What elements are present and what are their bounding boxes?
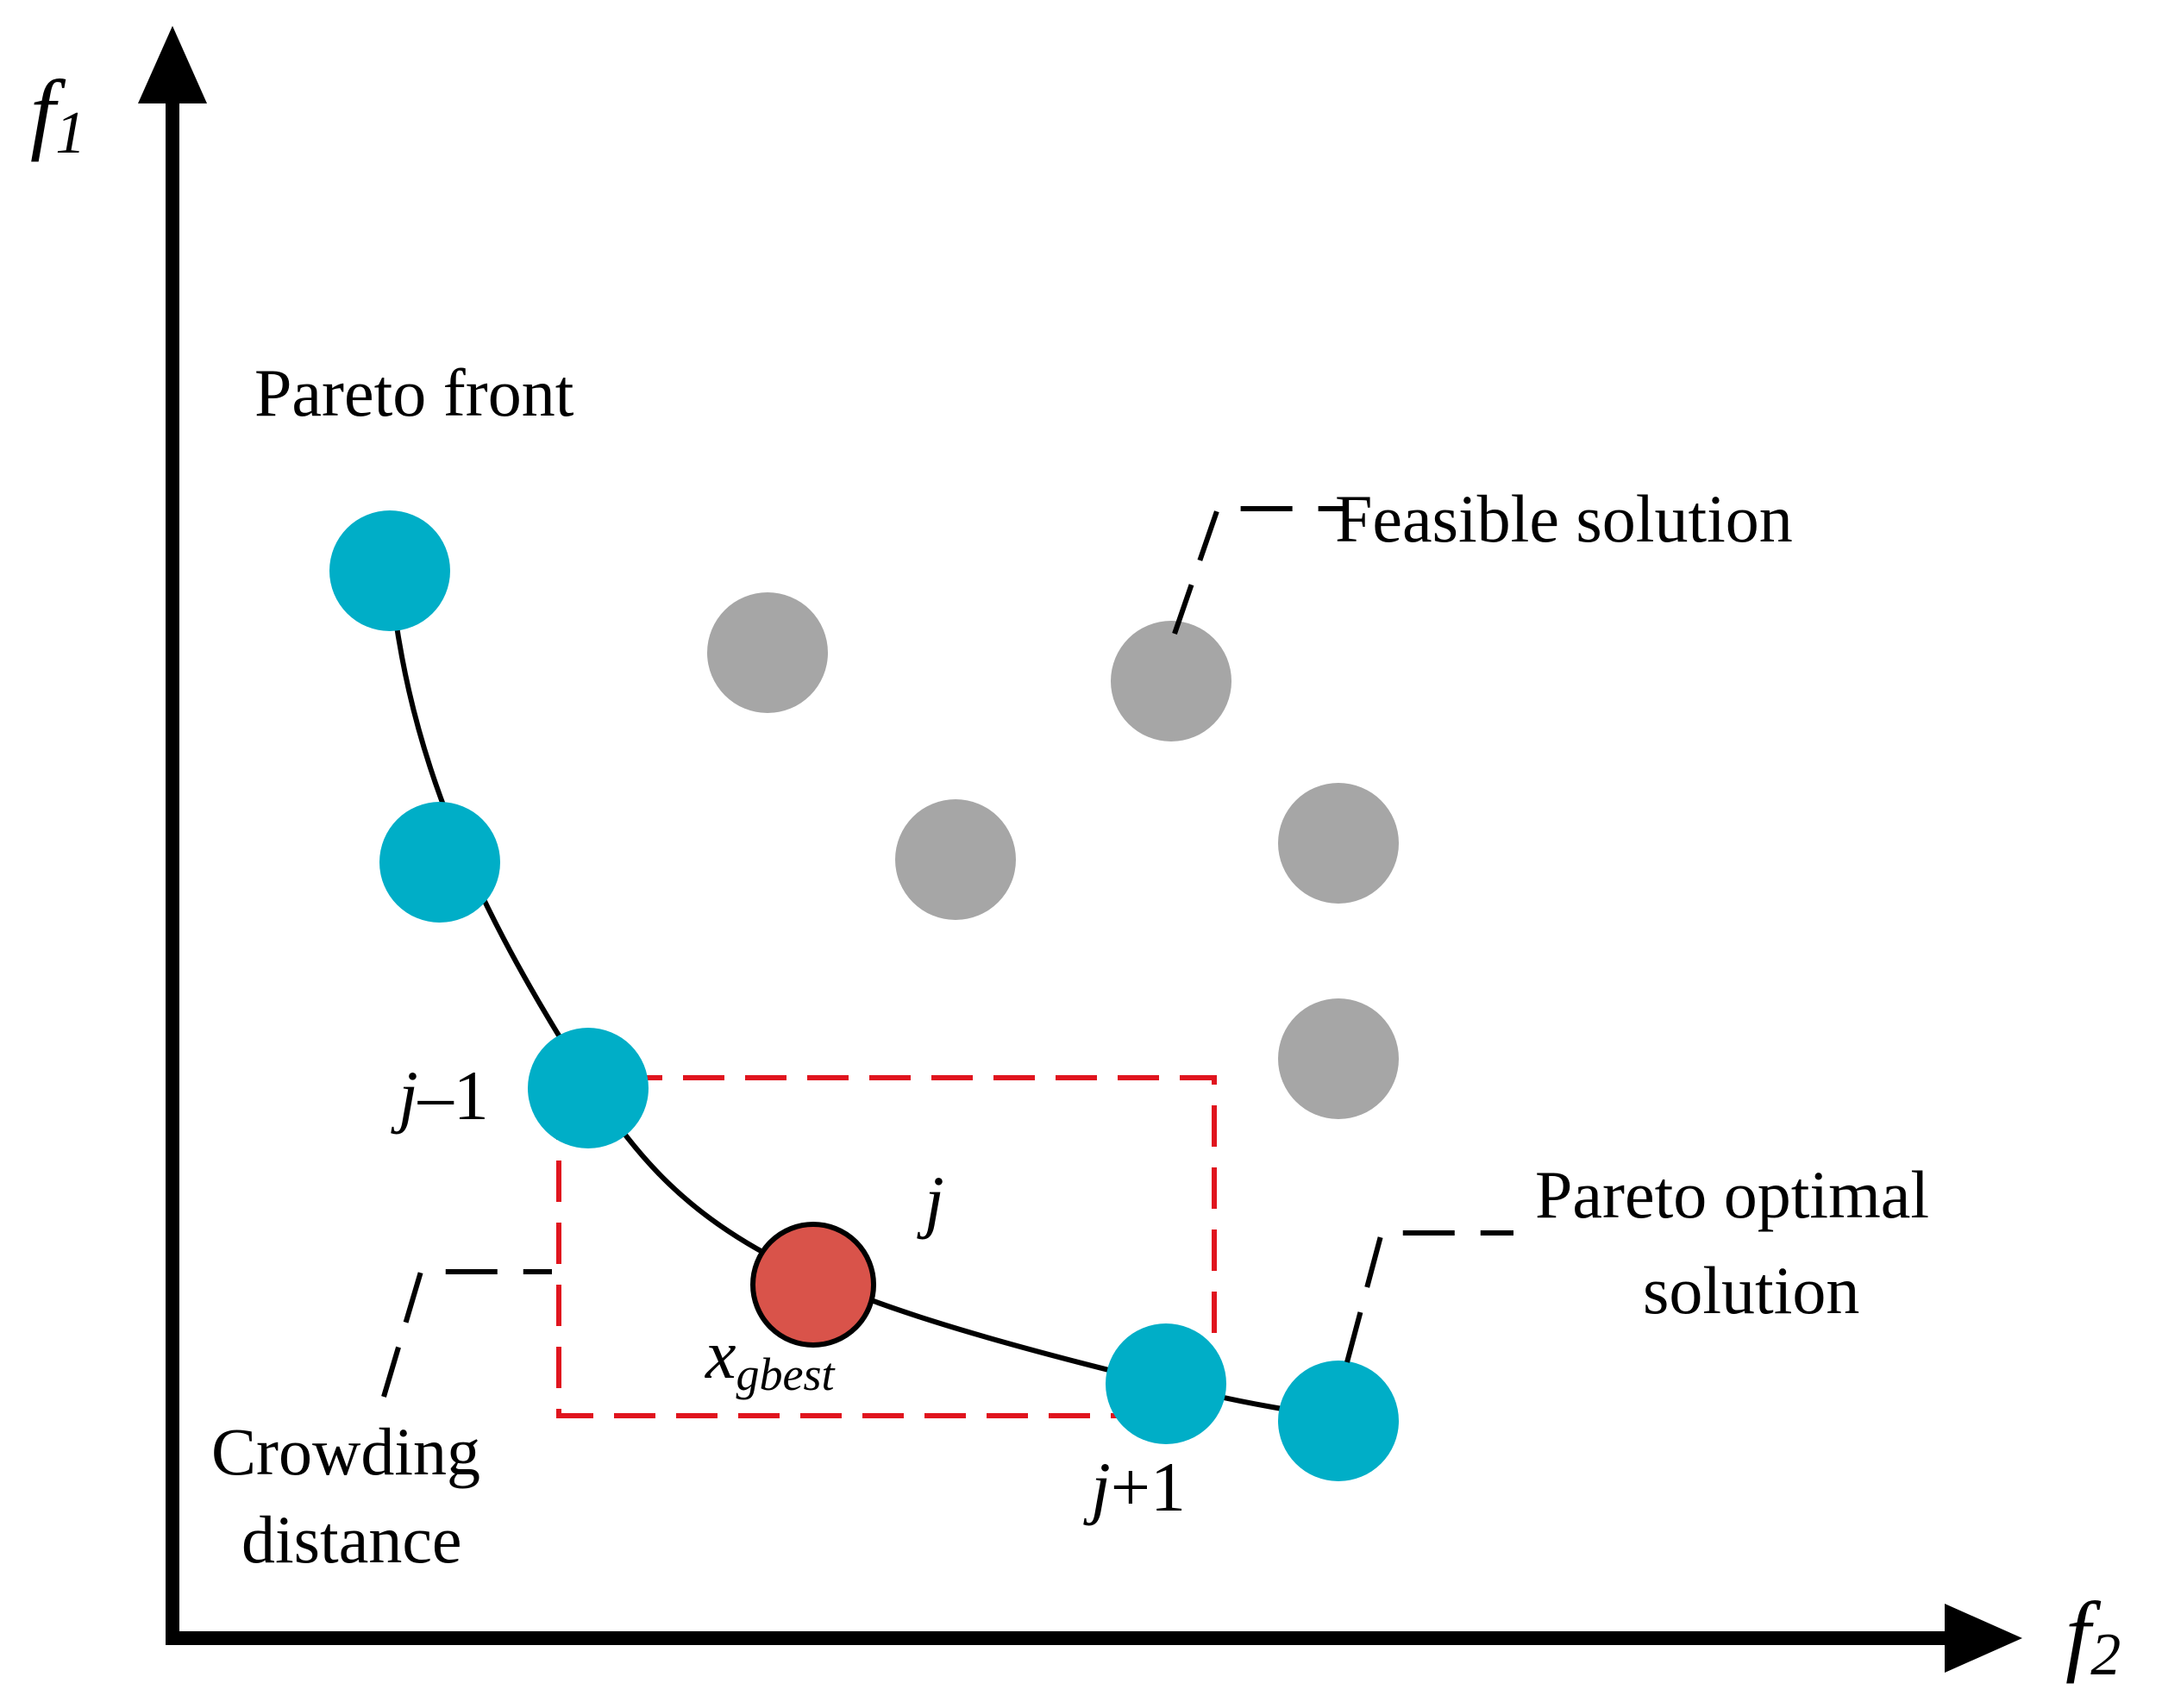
feasible-point [1111, 621, 1231, 741]
crowding-label-line2: distance [241, 1502, 462, 1577]
y-axis-label-sub: 1 [55, 100, 85, 166]
feasible-point [1278, 783, 1399, 904]
crowding-callout-line [381, 1269, 552, 1398]
pareto-front-label: Pareto front [254, 355, 574, 430]
gbest-point [750, 1222, 876, 1348]
y-axis-label: f1 [30, 61, 85, 166]
x-axis-label-sub: 2 [2090, 1622, 2121, 1688]
feasible-solution-label: Feasible solution [1335, 481, 1793, 556]
feasible-point [895, 799, 1016, 920]
y-axis-arrow-icon [138, 26, 207, 103]
xgbest-label: xgbest [705, 1317, 836, 1400]
feasible-callout-line [1172, 506, 1345, 635]
x-axis-arrow-icon [1945, 1604, 2022, 1673]
pareto-optimal-label-line2: solution [1643, 1253, 1859, 1328]
pareto-point-j-plus-1 [1106, 1323, 1226, 1444]
pareto-point-j-minus-1 [528, 1028, 649, 1148]
j-minus-1-label: j–1 [391, 1056, 489, 1135]
crowding-distance-box [556, 1075, 1217, 1418]
pareto-optimal-label-line1: Pareto optimal [1535, 1157, 1929, 1232]
pareto-point [379, 802, 500, 923]
crowding-label-line1: Crowding [211, 1414, 480, 1489]
pareto-optimal-callout-line [1344, 1230, 1513, 1363]
feasible-point [1278, 998, 1399, 1119]
j-plus-1-label: j+1 [1083, 1448, 1186, 1526]
j-label: j [917, 1161, 944, 1240]
pareto-optimal-point [1278, 1361, 1399, 1481]
x-axis-label: f2 [2065, 1583, 2121, 1688]
pareto-point [329, 510, 450, 631]
feasible-point [707, 592, 828, 713]
